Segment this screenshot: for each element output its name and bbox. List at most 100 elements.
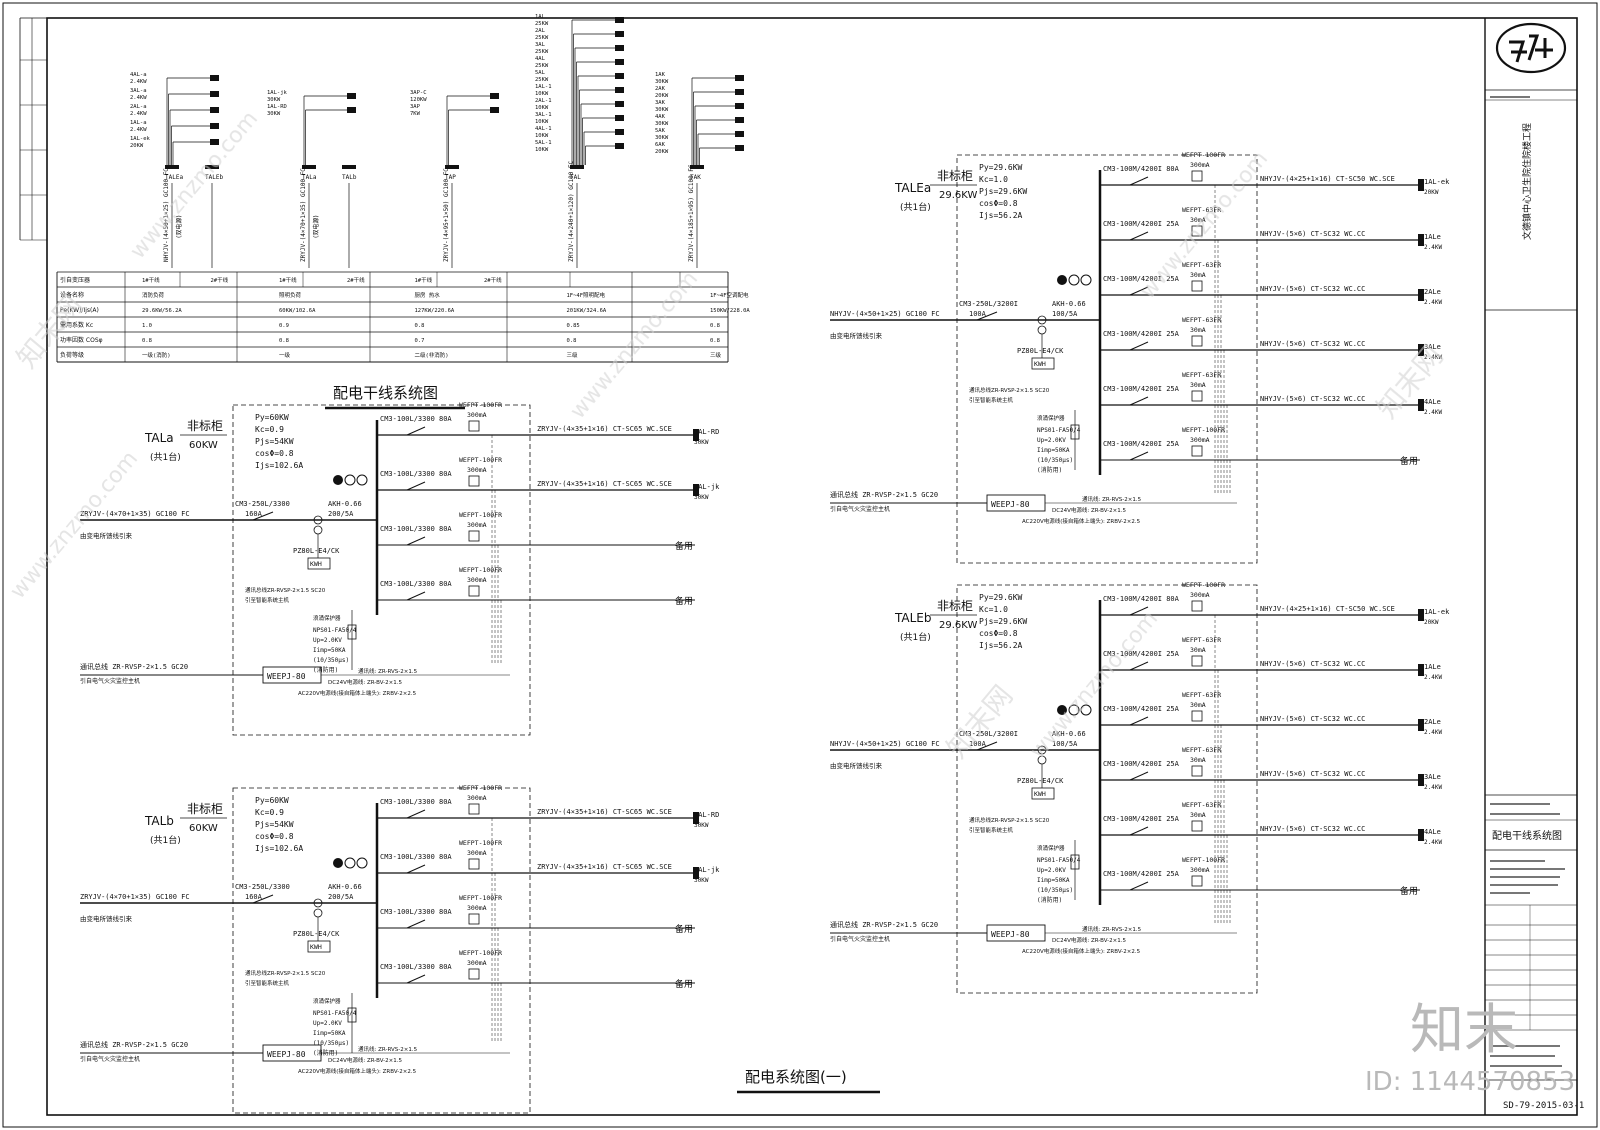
spd-icon [1070, 854, 1080, 870]
rcm-icon [1191, 600, 1203, 612]
feeder-label: 2AK [655, 86, 666, 92]
table-cell: 0.9 [279, 323, 289, 329]
panel-power: 60KW [189, 823, 218, 834]
circuit-breaker: CM3-100L/3300 80A [380, 908, 452, 916]
riser-panel-name: TAK [690, 174, 701, 181]
rcm-icon [468, 530, 480, 542]
comm-bus: 通讯总线ZR-RVSP-2×1.5 SC20 [245, 586, 326, 594]
circuit-cable: NHYJV-(4×25+1×16) CT-SC50 WC.SCE [1260, 605, 1395, 613]
feeder-box-icon [615, 143, 624, 149]
rcm-icon [1191, 335, 1203, 347]
rcm-icon [468, 585, 480, 597]
terminal-icon [1418, 829, 1424, 841]
comm-note: 引至智能系统主机 [245, 979, 290, 987]
circuit-breaker: CM3-100M/4200I 25A [1103, 705, 1180, 713]
circuit-breaker: CM3-100L/3300 80A [380, 580, 452, 588]
feeder-load: 30KW [655, 107, 669, 113]
incoming-cable: ZRYJV-(4×70+1×35) GC100 FC [80, 893, 190, 901]
panel-param: Kc=0.9 [255, 808, 284, 817]
table-row-label: 功率因数 COSφ [60, 336, 103, 344]
table-cell: 照明负荷 [279, 291, 302, 299]
table-cell: 0.7 [415, 338, 425, 344]
incoming-from: 由变电所馈线引来 [830, 331, 883, 340]
feeder-box-icon [347, 93, 356, 99]
spd-icon [347, 624, 357, 640]
circuit-cable: NHYJV-(5×6) CT-SC32 WC.CC [1260, 340, 1365, 348]
feeder-label: 3AL-a [130, 88, 147, 94]
terminal-icon [1418, 719, 1424, 731]
panel-box-icon [445, 165, 459, 169]
kwh-label: KWH [310, 943, 322, 951]
rcm-type: WEFPT-63FR [1182, 316, 1221, 324]
ct-icon [313, 525, 323, 535]
terminal-icon [693, 429, 699, 441]
feeder-label: 3AK [655, 100, 666, 106]
spare-label: 备用 [675, 923, 693, 935]
rcm-type: WEFPT-63FR [1182, 371, 1221, 379]
ct-icon [313, 515, 323, 525]
panel-qty: (共1台) [900, 201, 931, 213]
panel-box-icon [690, 165, 704, 169]
rcm-rating: 30mA [1190, 701, 1206, 709]
meter-type: AKH-0.66 [328, 500, 362, 508]
voltmeter-icon [356, 857, 368, 869]
ammeter-icon [344, 474, 356, 486]
rcm-rating: 30mA [1190, 271, 1206, 279]
rcm-rating: 300mA [467, 466, 487, 474]
terminal-icon [1418, 774, 1424, 786]
feeder-box-icon [615, 59, 624, 65]
feeder-box-icon [735, 89, 744, 95]
rcm-rating: 30mA [1190, 326, 1206, 334]
feeder-load: 25KW [535, 49, 549, 55]
panel-TALb: TALb(共1台)非标柜60KWPy=60KWKc=0.9Pjs=54KWcos… [80, 784, 720, 1114]
panel-param: Kc=1.0 [979, 605, 1008, 614]
feeder-box-icon [735, 103, 744, 109]
circuit-load: 2.4KW [1424, 674, 1442, 681]
feeder-label: 3AP-C [410, 90, 427, 96]
fire-note: 引自电气火灾监控主机 [830, 505, 890, 513]
spd-spec: Up=2.0KV [313, 637, 342, 644]
table-cell: 0.8 [710, 338, 720, 344]
feeder-load: 30KW [655, 79, 669, 85]
table-cell: 0.8 [567, 338, 577, 344]
spd-spec: Iimp=50KA [1037, 447, 1070, 454]
rcm-icon [1191, 875, 1203, 887]
table-cell: 2#干线 [484, 276, 502, 284]
fire-bus: 通讯总线 ZR-RVSP-2×1.5 GC20 [830, 920, 938, 929]
feeder-label: 1AL-RD [267, 104, 287, 110]
kwh-meter: PZ80L-E4/CK [293, 547, 340, 555]
terminal-icon [1418, 344, 1424, 356]
rcm-type: WEFPT-100FR [1182, 151, 1225, 159]
feeder-load: 20KW [655, 93, 669, 99]
panel-qty: (共1台) [150, 834, 181, 846]
circuit-load: 2.4KW [1424, 354, 1442, 361]
ct-ratio: 200/5A [328, 510, 354, 518]
kwh-label: KWH [1034, 360, 1046, 368]
feeder-label: 1AL-a [130, 120, 147, 126]
rcm-type: WEFPT-100FR [459, 839, 502, 847]
rcm-rating: 30mA [1190, 381, 1206, 389]
fire-note: 引自电气火灾监控主机 [80, 677, 140, 685]
spd-spec: Iimp=50KA [1037, 877, 1070, 884]
spd-spec: NPS01-FA50/4 [313, 1010, 357, 1017]
spare-label: 备用 [1400, 455, 1418, 467]
circuit-cable: ZRYJV-(4×35+1×16) CT-SC65 WC.SCE [537, 480, 672, 488]
feeder-label: 2AL [535, 28, 546, 34]
circuit-cable: NHYJV-(5×6) CT-SC32 WC.CC [1260, 660, 1365, 668]
circuit-breaker: CM3-100L/3300 80A [380, 963, 452, 971]
circuit-breaker: CM3-100L/3300 80A [380, 415, 452, 423]
circuit-dest: 1AL-ek [1424, 608, 1450, 616]
kwh-meter: PZ80L-E4/CK [293, 930, 340, 938]
rcm-rating: 30mA [1190, 811, 1206, 819]
panel-power: 29.6KW [939, 620, 977, 631]
rcm-rating: 300mA [467, 794, 487, 802]
alarm-icon [333, 475, 343, 485]
bus-note: DC24V电源线: ZR-BV-2×1.5 [1052, 506, 1126, 514]
watermark: www.znzmo.com www.znzmo.com www.znzmo.co… [5, 106, 1449, 764]
rcm-type: WEFPT-63FR [1182, 801, 1221, 809]
rcm-type: WEFPT-63FR [1182, 206, 1221, 214]
rcm-rating: 300mA [467, 849, 487, 857]
panel-TALEb: TALEb(共1台)非标柜29.6KWPy=29.6KWKc=1.0Pjs=29… [830, 581, 1450, 994]
table-cell: 0.8 [710, 323, 720, 329]
